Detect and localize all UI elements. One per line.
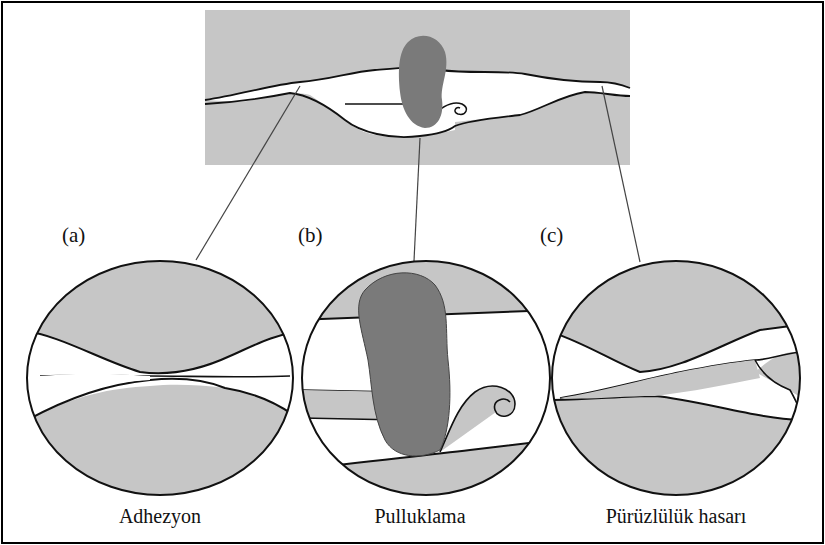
contact-block (205, 10, 630, 165)
adhesion-detail (20, 255, 300, 505)
asperity-damage-detail (545, 255, 810, 505)
panel-caption: Adhezyon (119, 505, 201, 527)
panel-caption: Pulluklama (374, 505, 465, 527)
panel-caption: Pürüzlülük hasarı (606, 505, 747, 527)
panel-letter: (a) (62, 224, 85, 247)
ploughing-detail (295, 255, 560, 505)
panel-letter: (b) (298, 224, 323, 247)
panel-letter: (c) (540, 224, 563, 247)
leader-lines (196, 86, 640, 262)
